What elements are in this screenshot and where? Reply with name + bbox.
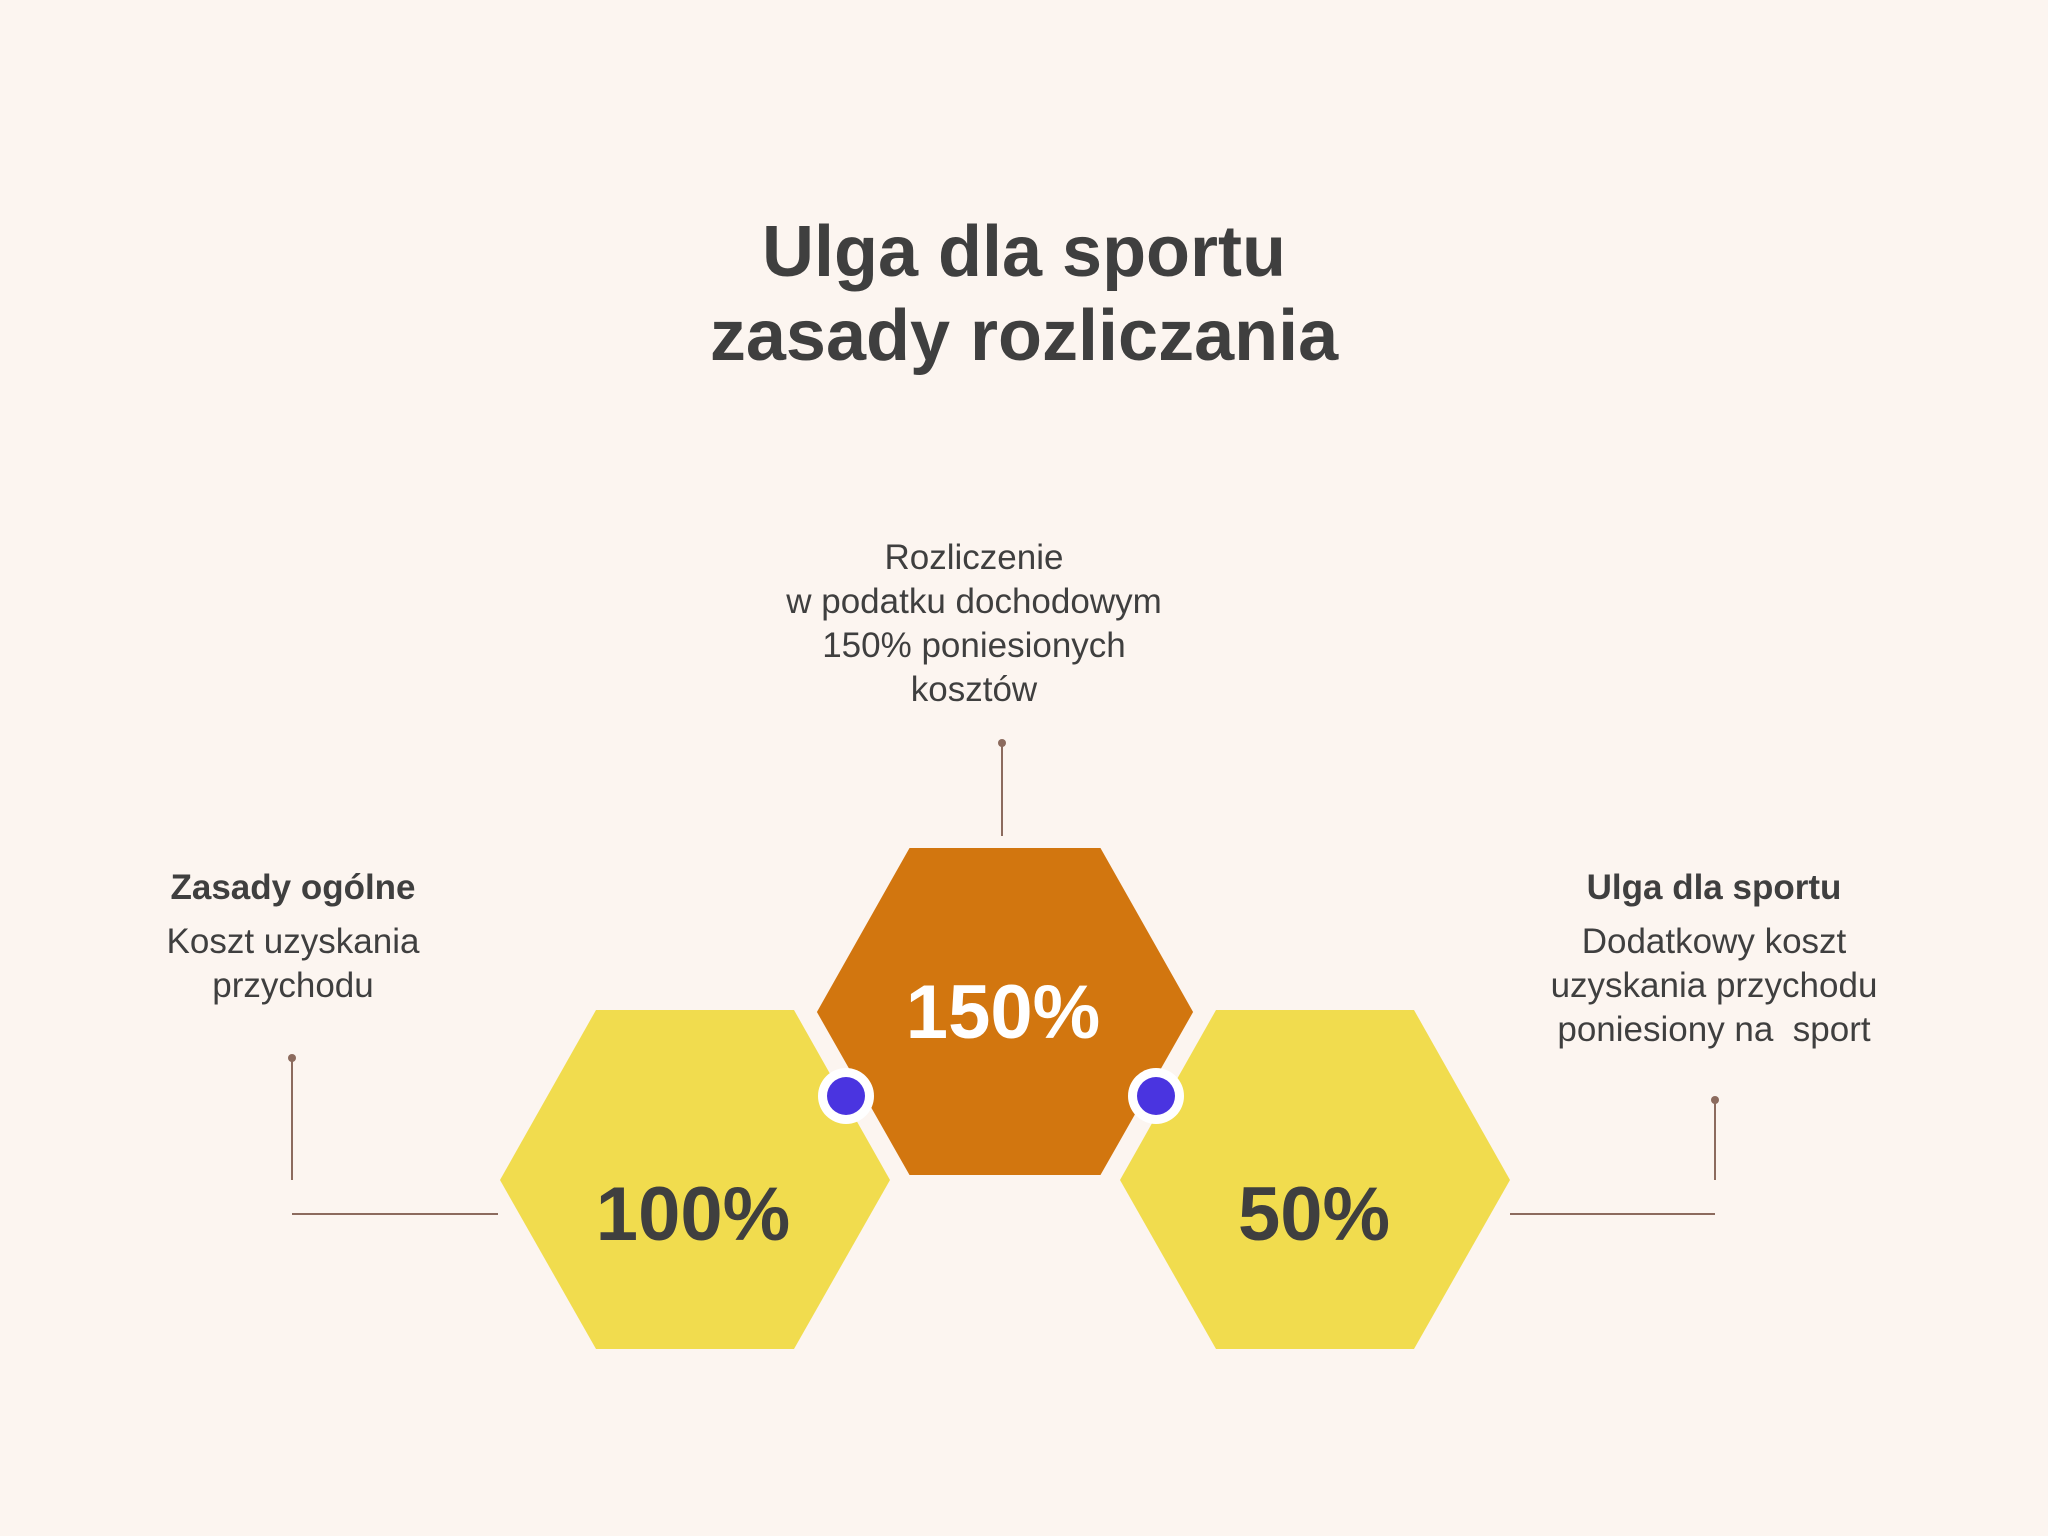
caption-left-heading: Zasady ogólne: [170, 868, 416, 907]
connector-dot-right-inner: [1137, 1077, 1175, 1115]
caption-left-line-2: przychodu: [212, 966, 374, 1005]
caption-right-line-3: poniesiony na sport: [1557, 1010, 1871, 1049]
caption-left: Zasady ogólne Koszt uzyskania przychodu: [93, 866, 493, 1008]
caption-right-heading: Ulga dla sportu: [1586, 868, 1842, 907]
hexagon-left: [500, 1010, 890, 1349]
hexagon-center: [804, 836, 1206, 1187]
caption-center: Rozliczenie w podatku dochodowym 150% po…: [724, 536, 1224, 712]
left-leader-dot: [288, 1054, 296, 1062]
caption-right-line-1: Dodatkowy koszt: [1581, 922, 1847, 961]
title-line-2: zasady rozliczania: [709, 296, 1339, 376]
page-title: Ulga dla sportu zasady rozliczania: [0, 210, 2048, 378]
caption-right-line-2: uzyskania przychodu: [1550, 966, 1878, 1005]
hexagon-right: [1120, 1010, 1510, 1349]
caption-right: Ulga dla sportu Dodatkowy koszt uzyskani…: [1464, 866, 1964, 1052]
caption-center-line-4: kosztów: [910, 670, 1038, 709]
connector-dot-left-inner: [827, 1077, 865, 1115]
caption-center-line-2: w podatku dochodowym: [786, 582, 1162, 621]
right-leader-dot: [1711, 1096, 1719, 1104]
leader-lines: [291, 743, 1716, 1215]
caption-center-line-1: Rozliczenie: [884, 538, 1064, 577]
caption-left-line-1: Koszt uzyskania: [166, 922, 420, 961]
hexagon-right-value: 50%: [1238, 1172, 1390, 1257]
title-line-1: Ulga dla sportu: [761, 212, 1287, 292]
hexagon-left-value: 100%: [596, 1172, 790, 1257]
hexagon-center-value: 150%: [906, 970, 1100, 1055]
caption-center-line-3: 150% poniesionych: [822, 626, 1126, 665]
center-leader-dot: [998, 739, 1006, 747]
